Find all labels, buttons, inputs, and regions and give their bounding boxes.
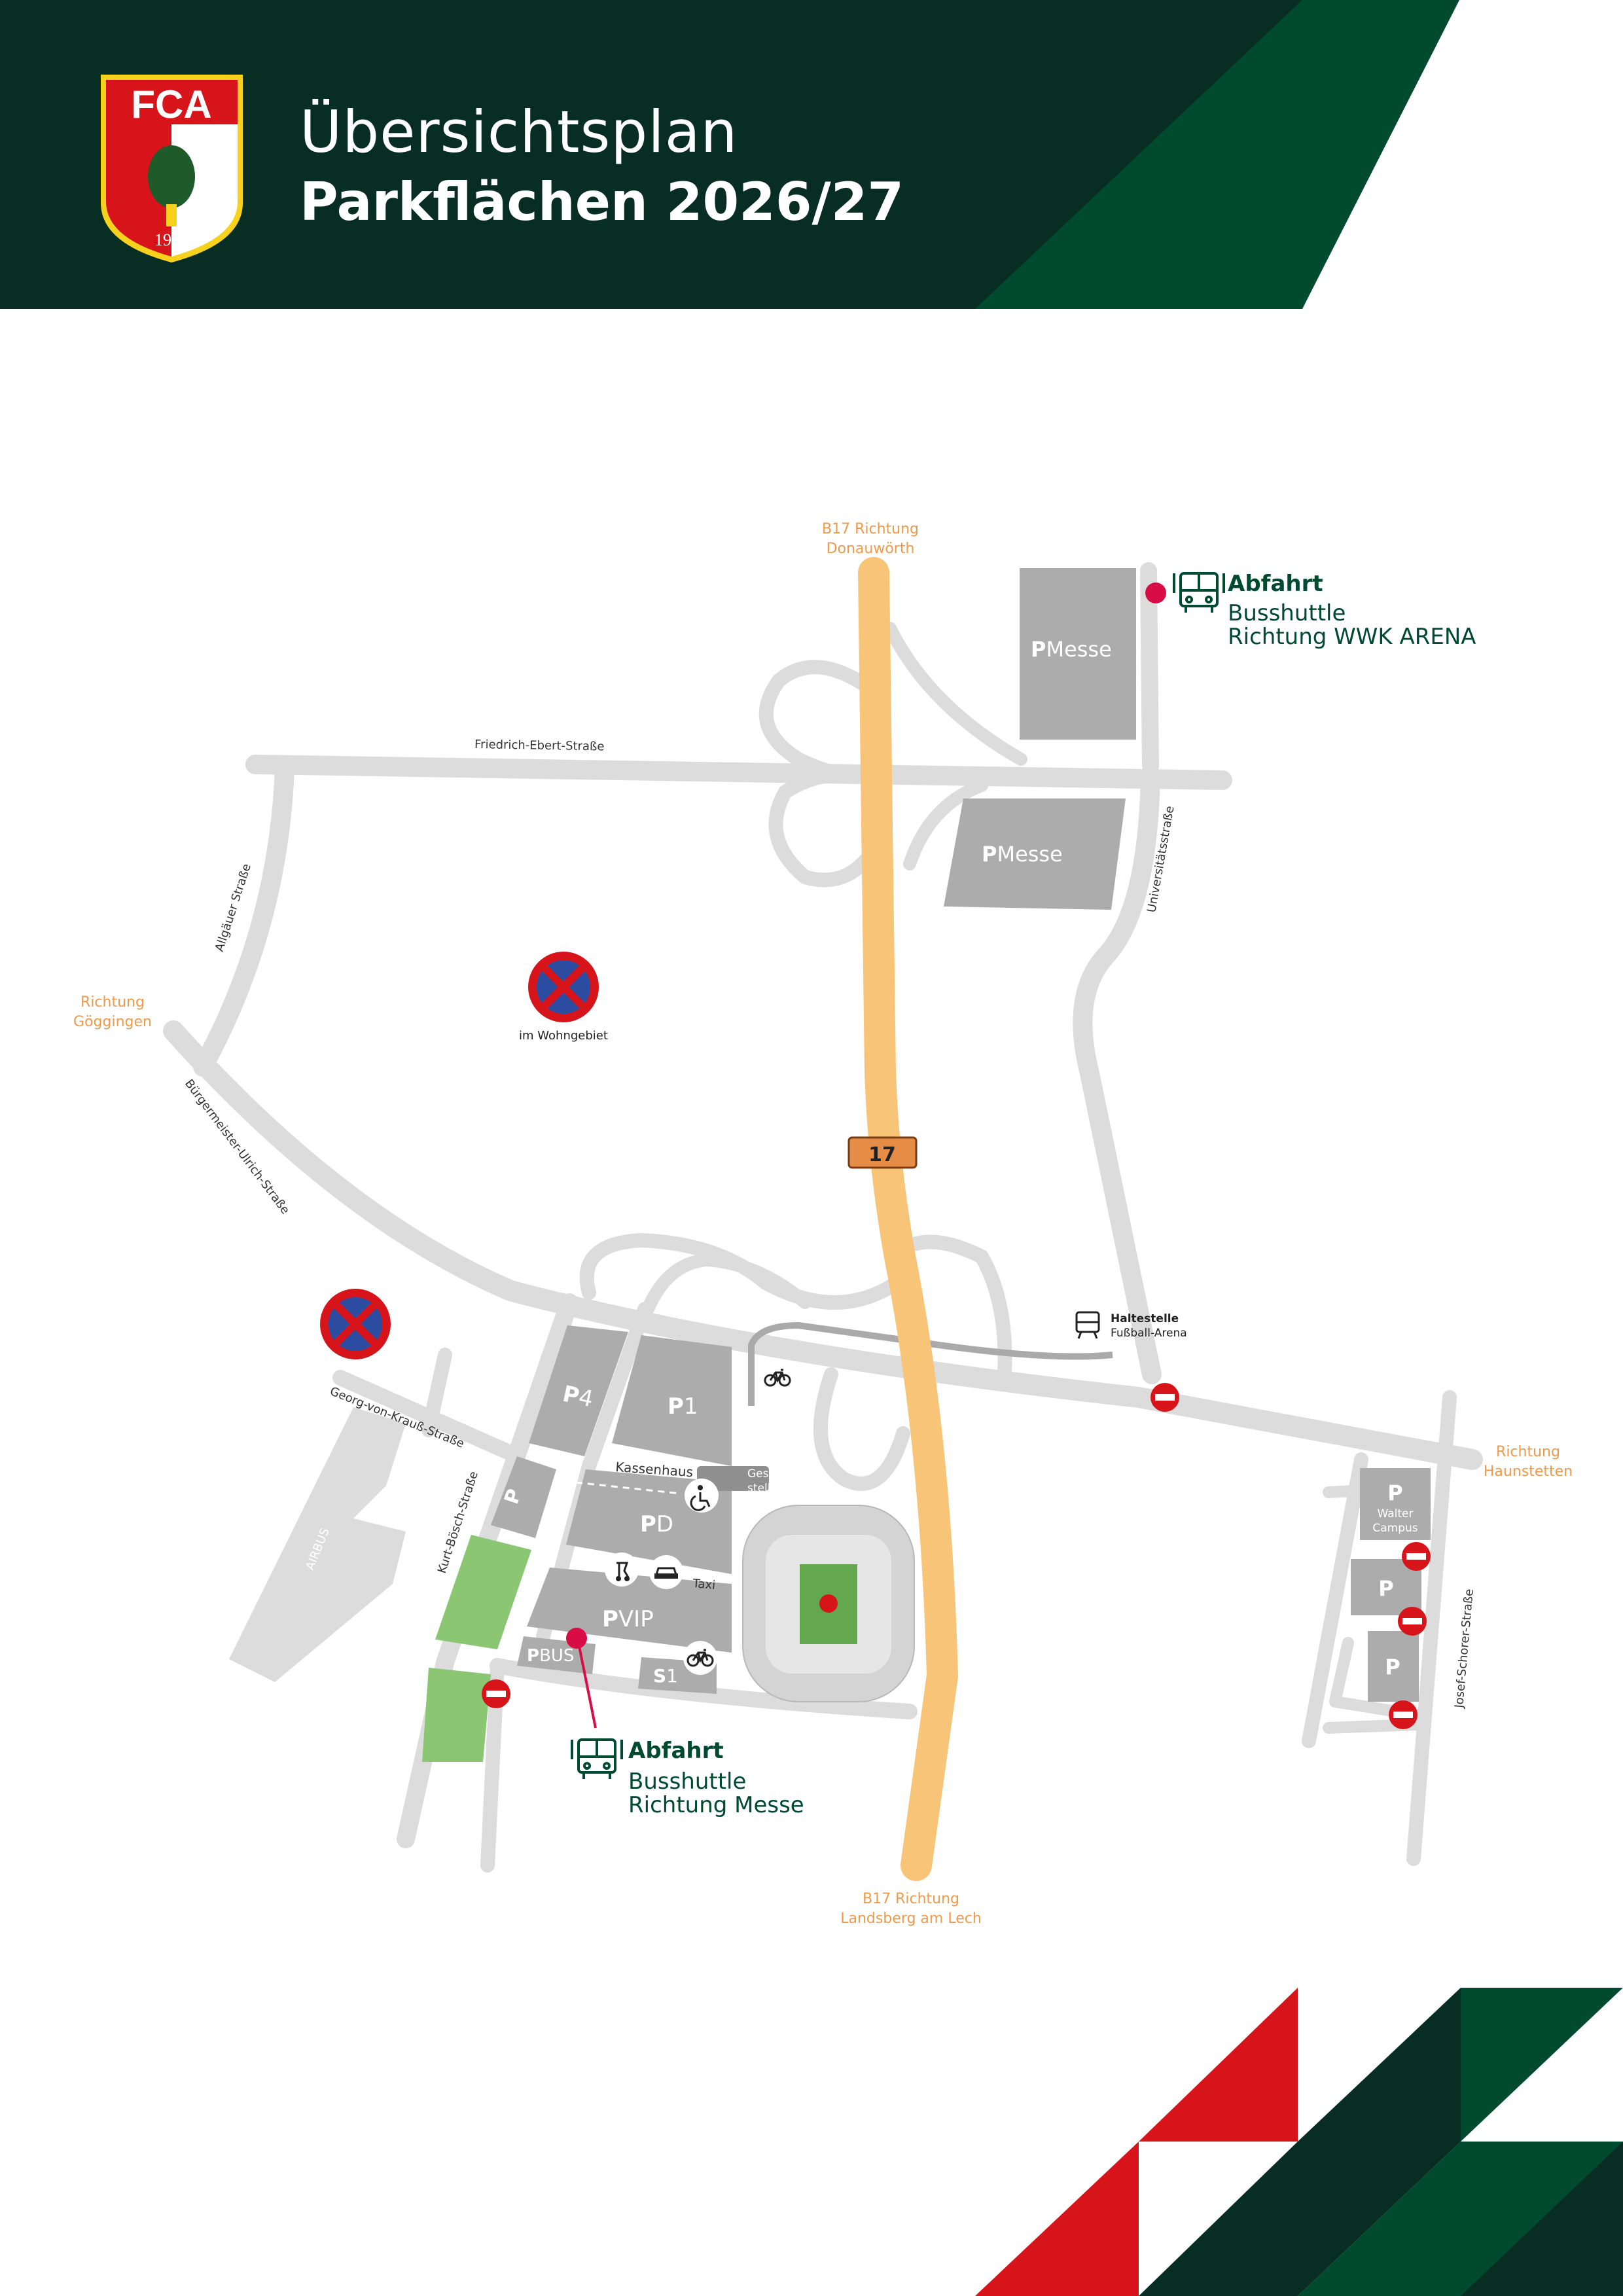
road-friedrich-ebert xyxy=(245,755,1232,790)
shuttle-stop-marker-messe xyxy=(1145,583,1166,603)
direction-west-2: Göggingen xyxy=(73,1014,152,1030)
road-universitaet-north xyxy=(1140,562,1159,774)
header-green-stripe xyxy=(975,0,1459,309)
svg-text:1907: 1907 xyxy=(154,230,188,249)
footer-red-triangle-bottom xyxy=(975,2142,1139,2296)
lot-p4 xyxy=(529,1325,628,1456)
lot-p3-messe xyxy=(944,798,1126,910)
geschaeftsstelle-label: Geschäfts-stelle xyxy=(747,1467,806,1495)
lot-label-p1-messe: PMesse xyxy=(1031,637,1112,662)
footer-red-triangle-top xyxy=(1139,1988,1298,2142)
walkway-dashed xyxy=(575,1481,681,1495)
lot-label-walter-p: P xyxy=(1387,1480,1402,1505)
lot-label-pd: PD xyxy=(640,1511,673,1537)
scooter-icon xyxy=(605,1552,639,1587)
no-parking-label: im Wohngebiet xyxy=(519,1029,608,1043)
page-title-line-2: Parkflächen 2026/27 xyxy=(300,171,904,232)
ramp-arena-east xyxy=(909,1234,1012,1382)
direction-east-1: Richtung xyxy=(1496,1444,1560,1460)
svg-text:FCA: FCA xyxy=(131,82,211,126)
ramp-loop-south xyxy=(768,767,884,888)
highway-shield-number: 17 xyxy=(868,1143,896,1166)
shuttle-messe-line1: Busshuttle xyxy=(1228,600,1346,626)
shuttle-arena-pointer xyxy=(577,1639,597,1729)
lot-label-s1: S1 xyxy=(653,1665,678,1687)
taxi-label: Taxi xyxy=(692,1577,716,1592)
road-south-arena xyxy=(490,1658,918,1719)
club-crest-logo: FCA 1907 xyxy=(101,75,243,262)
car-icon xyxy=(649,1555,683,1589)
highway-north-label-2: Donauwörth xyxy=(827,541,915,557)
shuttle-arena-title: Abfahrt xyxy=(628,1738,724,1764)
footer-dark-band xyxy=(1139,1988,1461,2296)
stadium-icon xyxy=(742,1505,915,1702)
header-decoration xyxy=(975,0,1623,309)
highway-south-label-2: Landsberg am Lech xyxy=(840,1910,982,1927)
tram-stop-name: Fußball-Arena xyxy=(1111,1327,1187,1340)
street-friedrich-ebert: Friedrich-Ebert-Straße xyxy=(474,738,605,753)
wheelchair-icon xyxy=(685,1479,719,1513)
direction-east-2: Haunstetten xyxy=(1484,1463,1573,1480)
lot-label-pbus: PBUS xyxy=(527,1646,574,1666)
road-josef-schorer xyxy=(1406,1390,1457,1866)
road-universitaet xyxy=(1073,766,1162,1384)
ramp-arena-inner xyxy=(641,1253,812,1316)
lot-label-walter-1: Walter xyxy=(1378,1507,1414,1520)
tram-line xyxy=(748,1321,1113,1406)
road-georg-stub xyxy=(421,1348,452,1437)
green-area-north xyxy=(435,1535,531,1649)
shuttle-messe-title: Abfahrt xyxy=(1228,571,1323,597)
footer-dark-corner xyxy=(1461,2142,1623,2296)
ramp-se xyxy=(903,779,988,870)
airbus-area xyxy=(229,1407,406,1682)
highway-south-label-1: B17 Richtung xyxy=(863,1891,959,1907)
tram-stop-title: Haltestelle xyxy=(1111,1312,1179,1325)
ramp-arena-loop xyxy=(813,1367,910,1491)
lot-walter-campus xyxy=(1360,1468,1431,1540)
shuttle-arena-line1: Busshuttle xyxy=(628,1768,746,1795)
ramp-ne xyxy=(883,622,1027,766)
shuttle-messe-line2: Richtung WWK ARENA xyxy=(1228,624,1476,650)
footer-green-top xyxy=(1461,1988,1623,2142)
lot-p-small xyxy=(491,1456,556,1538)
header-white-corner xyxy=(1302,0,1623,309)
lot-p1-messe xyxy=(1020,568,1136,740)
lot-label-campus-2: P xyxy=(1378,1576,1393,1601)
tram-icon xyxy=(1075,1311,1100,1339)
lot-label-campus-3: P xyxy=(1385,1655,1400,1679)
green-area-south xyxy=(422,1668,491,1762)
road-network xyxy=(163,562,1483,1873)
geschaeftsstelle-box xyxy=(697,1466,769,1491)
highway-north-label-1: B17 Richtung xyxy=(822,521,919,537)
parking-lots xyxy=(491,568,1431,1702)
road-walter-campus xyxy=(1302,1452,1368,1748)
lot-label-p1: P1 xyxy=(668,1393,698,1420)
header-banner: FCA 1907 Übersichtsplan Parkflächen 2026… xyxy=(0,0,1623,309)
road-buergermeister xyxy=(163,1020,1483,1470)
direction-west-1: Richtung xyxy=(80,994,145,1011)
shuttle-stop-marker-arena xyxy=(566,1628,587,1649)
bicycle-icon-lot xyxy=(683,1641,717,1675)
lot-campus-3 xyxy=(1368,1631,1419,1702)
page-title-line-1: Übersichtsplan xyxy=(300,98,738,166)
road-kurt-boesch xyxy=(397,1293,579,1848)
lot-p1-arena xyxy=(612,1335,732,1466)
lot-label-p3-messe: PMesse xyxy=(982,842,1063,867)
highway-shield xyxy=(847,1136,918,1169)
road-allgaeuer xyxy=(193,759,294,1077)
lot-label-pvip: PVIP xyxy=(602,1606,654,1632)
shuttle-arena-line2: Richtung Messe xyxy=(628,1792,804,1818)
lot-label-walter-2: Campus xyxy=(1372,1522,1418,1535)
